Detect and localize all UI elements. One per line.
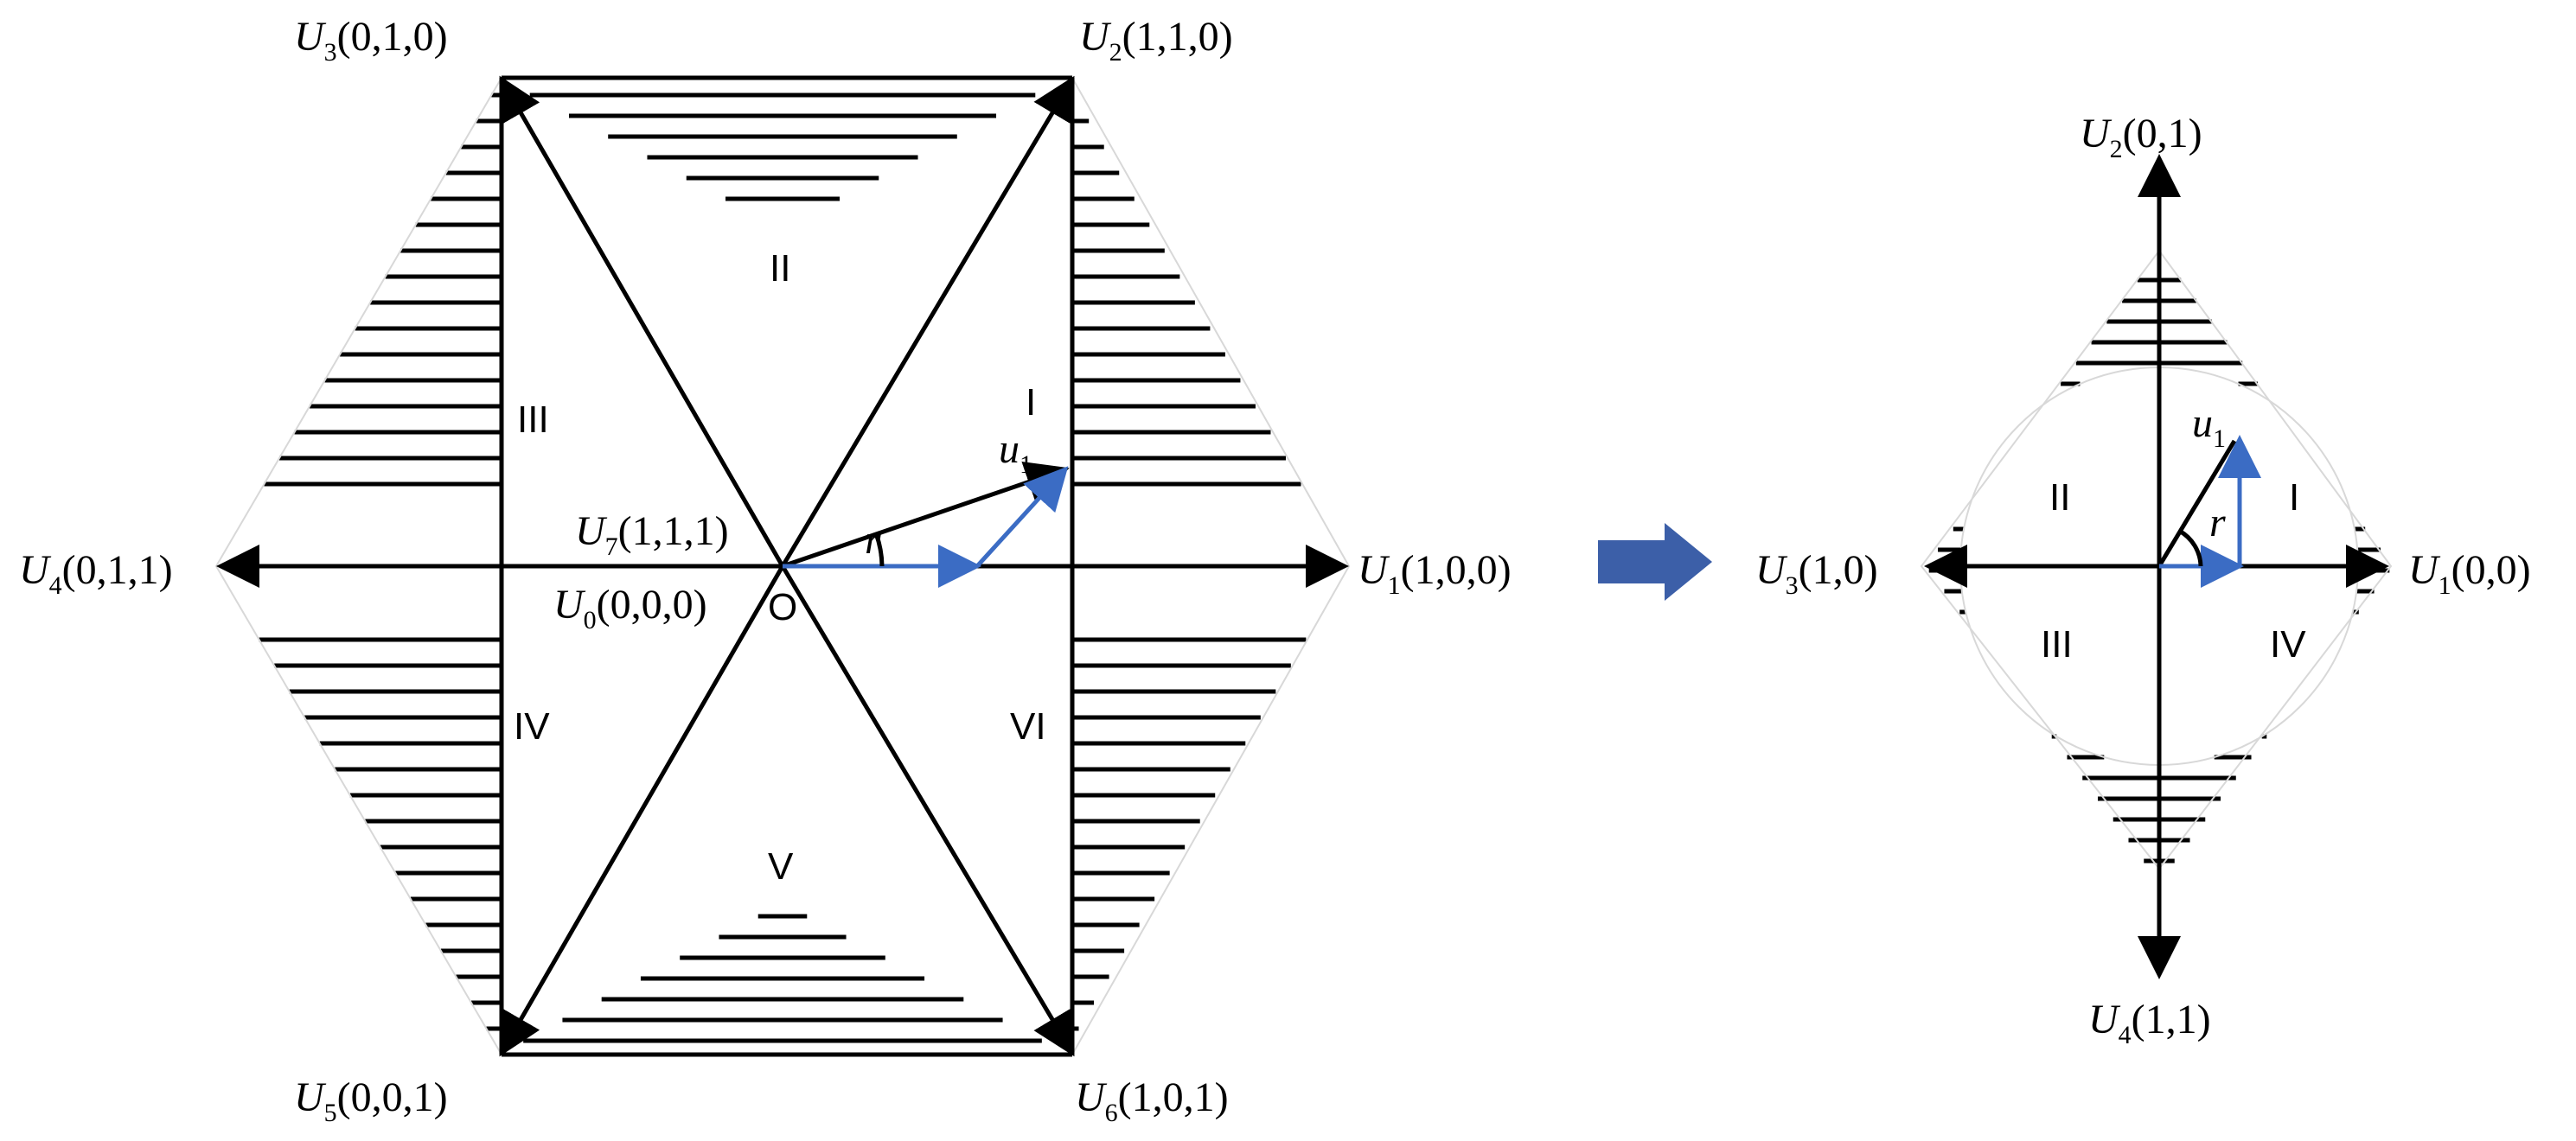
quadrant-II: II (2049, 476, 2070, 519)
left-labels: U3(0,1,0) U2(1,1,0) U4(0,1,1) U1(1,0,0) … (19, 14, 1512, 1127)
label-u0: U0(0,0,0) (553, 582, 707, 634)
u2-vector (780, 75, 1075, 568)
quadrant-IV: IV (2270, 623, 2306, 666)
ref-vector-label: u1 (999, 426, 1032, 479)
sector-III: III (517, 398, 549, 441)
label-u7: U7(1,1,1) (575, 508, 729, 561)
sector-V: V (768, 845, 794, 888)
right-labels: U2(0,1) U3(1,0) U1(0,0) U4(1,1) u1 r I I… (1755, 111, 2531, 1049)
label-u2: U2(1,1,0) (1079, 14, 1233, 67)
right-label-u3: U3(1,0) (1755, 547, 1878, 600)
label-u3: U3(0,1,0) (294, 14, 448, 67)
u3-vector (499, 75, 785, 568)
u6-vector (780, 564, 1075, 1057)
right-label-u2: U2(0,1) (2080, 111, 2202, 163)
origin-label: O (768, 586, 797, 628)
label-u6: U6(1,0,1) (1075, 1074, 1229, 1127)
angle-label-right: r (2209, 500, 2226, 545)
right-label-u4: U4(1,1) (2088, 997, 2211, 1049)
sector-IV: IV (514, 705, 550, 748)
u5-vector (499, 564, 785, 1057)
hexagon-hatching (259, 92, 1307, 1043)
quadrant-I: I (2289, 476, 2299, 519)
ref-vector-u1 (782, 461, 1070, 569)
angle-arc-right (2177, 528, 2203, 567)
angle-arc-left (873, 532, 885, 567)
label-u1: U1(1,0,0) (1358, 547, 1512, 600)
right-label-u1: U1(0,0) (2408, 547, 2531, 600)
quadrant-III: III (2041, 623, 2073, 666)
angle-label-left: r (865, 517, 881, 563)
sector-I: I (1026, 381, 1036, 424)
sector-II: II (770, 247, 790, 290)
transform-arrow (1598, 523, 1712, 601)
label-u5: U5(0,0,1) (294, 1074, 448, 1127)
right-ref-vector-label: u1 (2192, 400, 2226, 453)
label-u4: U4(0,1,1) (19, 547, 173, 600)
sector-VI: VI (1010, 705, 1046, 748)
